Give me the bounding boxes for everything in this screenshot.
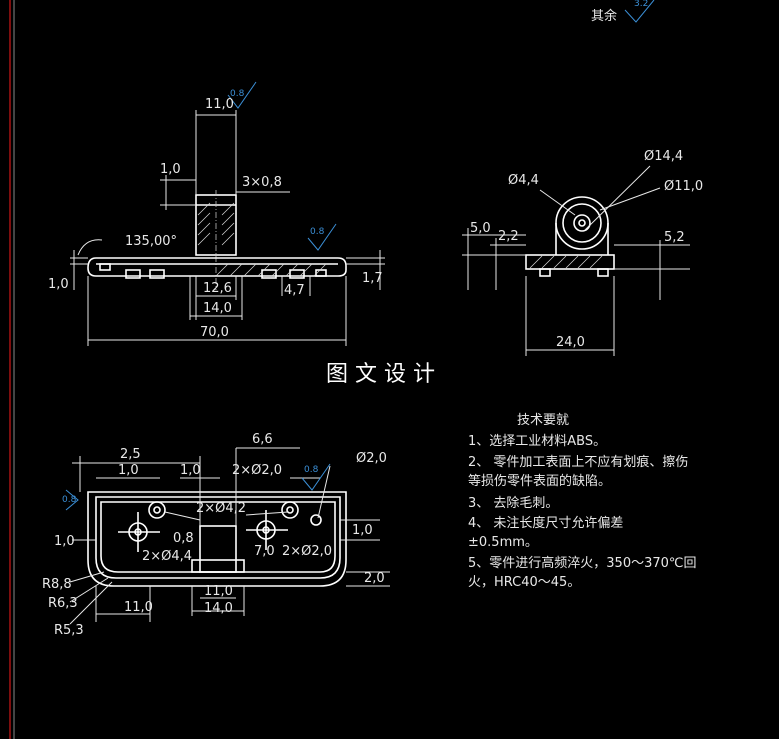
- dim-text: 2,2: [498, 229, 519, 244]
- dim-text: 24,0: [556, 335, 585, 350]
- dim-text: 14,0: [204, 601, 233, 616]
- dim-text: 3×0,8: [242, 175, 282, 190]
- dim-text: 14,0: [203, 301, 232, 316]
- default-roughness-value: 3.2: [634, 0, 648, 9]
- dim-text: 1,0: [160, 162, 181, 177]
- dim-text: Ø11,0: [664, 179, 703, 194]
- dim-text: 2,5: [120, 447, 141, 462]
- tech-notes: 技术要就 1、选择工业材料ABS。 2、 零件加工表面上不应有划痕、擦伤 等损伤…: [468, 413, 697, 590]
- tech-note-line: 5、零件进行高频淬火，350～370℃回: [468, 555, 697, 571]
- roughness-value: 0.8: [62, 495, 77, 505]
- tech-note-line: 4、 未注长度尺寸允许偏差: [468, 515, 623, 531]
- dim-text: 2×Ø2,0: [232, 463, 282, 478]
- front-view: 11,0 1,0 3×0,8 135,00° 1,0 12,6 14,0 70,…: [48, 81, 385, 346]
- dim-text: 2,0: [364, 571, 385, 586]
- dim-text: 11,0: [124, 600, 153, 615]
- tech-note-line: 2、 零件加工表面上不应有划痕、擦伤: [468, 454, 688, 470]
- roughness-value: 0.8: [304, 465, 319, 475]
- tech-note-line: 1、选择工业材料ABS。: [468, 434, 606, 449]
- dim-text: 5,0: [470, 221, 491, 236]
- dim-text: Ø2,0: [356, 451, 387, 466]
- tech-note-line: 3、 去除毛刺。: [468, 496, 558, 511]
- dim-text: Ø4,4: [508, 173, 539, 188]
- roughness-value: 0.8: [230, 89, 245, 99]
- dim-text: 1,0: [54, 534, 75, 549]
- dim-text: R5,3: [54, 623, 84, 638]
- tech-note-line: 等损伤零件表面的缺陷。: [468, 473, 611, 489]
- bottom-view: 2,5 6,6 1,0 1,0 2×Ø2,0 Ø2,0 2×Ø4,2 0,8 1…: [42, 432, 390, 638]
- default-roughness-symbol: 3.2: [624, 0, 655, 23]
- dim-text: 1,0: [118, 463, 139, 478]
- dim-text: R8,8: [42, 577, 72, 592]
- dim-text: 4,7: [284, 283, 305, 298]
- dim-text: 1,0: [48, 277, 69, 292]
- tech-note-line: ±0.5mm。: [468, 535, 538, 550]
- dim-text: R6,3: [48, 596, 78, 611]
- dim-text: 1,0: [180, 463, 201, 478]
- tech-notes-heading: 技术要就: [517, 413, 569, 428]
- dim-text: 2×Ø4,4: [142, 549, 192, 564]
- dim-text: Ø14,4: [644, 149, 683, 164]
- drawing-title: 图 文 设 计: [326, 362, 435, 387]
- side-view: Ø14,4 Ø4,4 Ø11,0 5,0 2,2 5,2 24,0: [462, 149, 703, 356]
- dim-text: 135,00°: [125, 234, 177, 249]
- other-label: 其余: [591, 8, 617, 24]
- dim-text: 0,8: [173, 531, 194, 546]
- dim-text: 70,0: [200, 325, 229, 340]
- dim-text: 2×Ø2,0: [282, 544, 332, 559]
- dim-text: 11,0: [205, 97, 234, 112]
- roughness-value: 0.8: [310, 227, 325, 237]
- dim-text: 11,0: [204, 584, 233, 599]
- dim-text: 1,7: [362, 271, 383, 286]
- dim-text: 12,6: [203, 281, 232, 296]
- dim-text: 2×Ø4,2: [196, 501, 246, 516]
- tech-note-line: 火，HRC40～45。: [468, 575, 580, 590]
- dim-text: 6,6: [252, 432, 273, 447]
- dim-text: 5,2: [664, 230, 685, 245]
- dim-text: 1,0: [352, 523, 373, 538]
- dim-text: 7,0: [254, 544, 275, 559]
